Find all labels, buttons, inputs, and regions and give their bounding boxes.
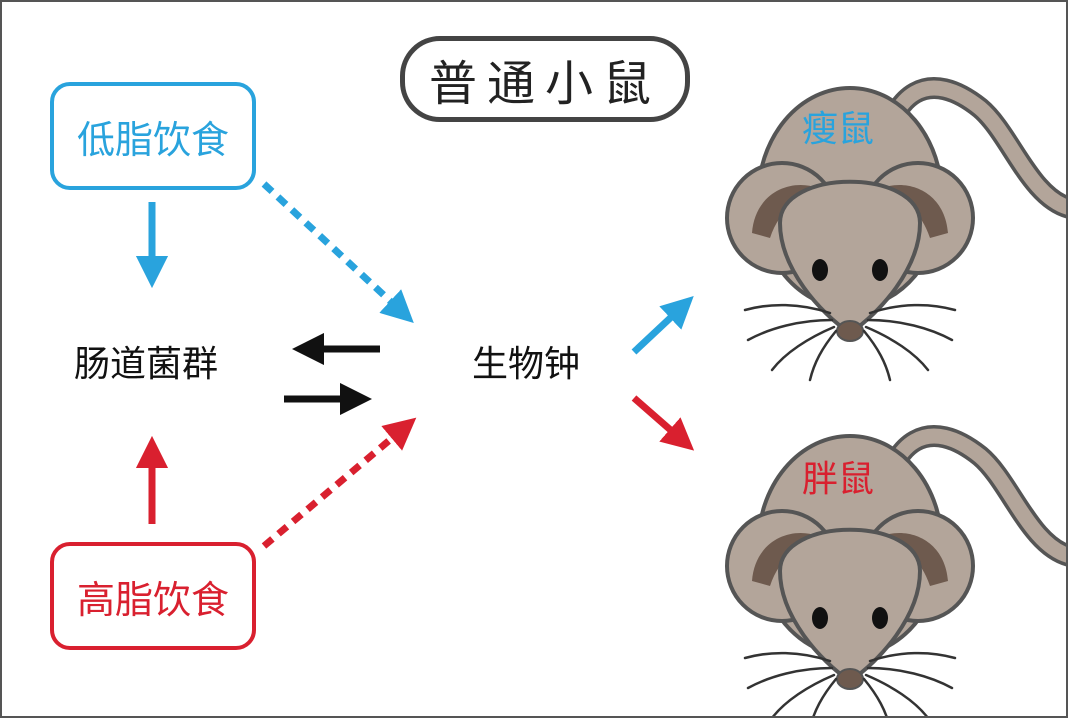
low-fat-to-clock-arrow [261, 181, 414, 323]
high-fat-diet-label: 高脂饮食 [76, 577, 229, 622]
thin-mouse-illustration [727, 88, 1066, 380]
thin-mouse-label: 瘦鼠 [802, 109, 875, 150]
fat-mouse-label: 胖鼠 [802, 459, 875, 500]
low-fat-diet-label: 低脂饮食 [76, 117, 229, 162]
high-fat-diet-box: 高脂饮食 [50, 542, 256, 650]
clock-to-fat-arrow [631, 395, 695, 451]
fat-mouse-illustration [727, 436, 1066, 716]
clock-to-thin-arrow [631, 295, 694, 355]
title-box: 普通小鼠 [400, 36, 690, 122]
circadian-clock-label: 生物钟 [472, 344, 581, 385]
gut-microbiota-label: 肠道菌群 [74, 344, 219, 385]
title-text: 普通小鼠 [428, 56, 661, 112]
high-fat-to-clock-arrow [261, 417, 417, 549]
low-fat-diet-box: 低脂饮食 [50, 82, 256, 190]
